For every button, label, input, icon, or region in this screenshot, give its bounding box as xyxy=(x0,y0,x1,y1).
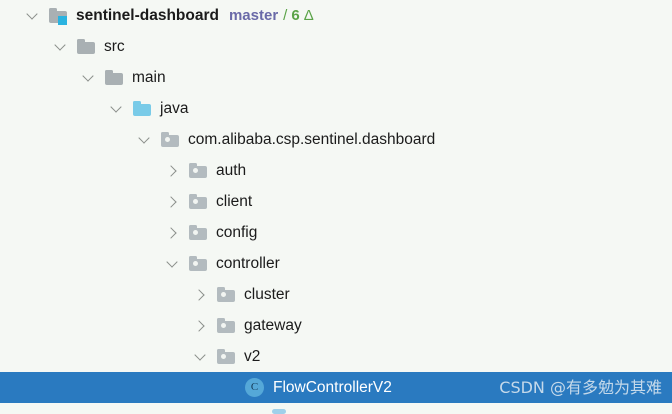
next-row-icon-clipped xyxy=(272,409,286,414)
package-icon xyxy=(217,348,236,365)
chevron-right-icon[interactable] xyxy=(165,225,181,241)
tree-row-label: com.alibaba.csp.sentinel.dashboard xyxy=(188,131,436,148)
next-row-clipped xyxy=(0,409,672,414)
package-icon xyxy=(189,193,208,210)
package-dot-shape xyxy=(192,229,198,235)
folder-body-shape xyxy=(77,41,95,54)
tree-row-flowcontrollerv2[interactable]: C FlowControllerV2 CSDN @有多勉为其难 xyxy=(0,372,672,403)
folder-tab-shape xyxy=(161,131,169,136)
chevron-right-icon[interactable] xyxy=(193,287,209,303)
tree-row-label: src xyxy=(104,38,125,55)
chevron-down-icon[interactable] xyxy=(25,8,41,24)
package-icon xyxy=(217,286,236,303)
folder-body-shape xyxy=(133,103,151,116)
folder-tab-shape xyxy=(189,255,197,260)
tree-row-cluster[interactable]: cluster xyxy=(0,279,672,310)
git-branch-label[interactable]: master xyxy=(228,7,279,24)
tree-row-label: gateway xyxy=(244,317,302,334)
package-dot-shape xyxy=(192,167,198,173)
tree-row-label: sentinel-dashboard xyxy=(76,7,219,24)
tree-row-label: FlowControllerV2 xyxy=(273,379,392,396)
package-dot-shape xyxy=(192,260,198,266)
branch-separator: / xyxy=(283,7,288,24)
folder-tab-shape xyxy=(217,286,225,291)
folder-body-shape xyxy=(189,196,207,209)
folder-icon xyxy=(77,38,96,55)
folder-tab-shape xyxy=(189,193,197,198)
java-class-icon: C xyxy=(245,378,264,397)
chevron-down-icon[interactable] xyxy=(137,132,153,148)
folder-body-shape xyxy=(189,227,207,240)
folder-tab-shape xyxy=(133,100,141,105)
watermark-text: CSDN @有多勉为其难 xyxy=(499,378,662,397)
chevron-right-icon[interactable] xyxy=(193,318,209,334)
chevron-down-icon[interactable] xyxy=(165,256,181,272)
folder-body-shape xyxy=(161,134,179,147)
chevron-down-icon[interactable] xyxy=(81,70,97,86)
folder-tab-shape xyxy=(189,224,197,229)
tree-row-label: cluster xyxy=(244,286,290,303)
class-icon-letter: C xyxy=(245,378,264,397)
chevron-down-icon[interactable] xyxy=(193,349,209,365)
folder-tab-shape xyxy=(217,348,225,353)
folder-tab-shape xyxy=(49,7,57,12)
chevron-right-icon[interactable] xyxy=(165,163,181,179)
tree-row-label: controller xyxy=(216,255,280,272)
module-badge-icon xyxy=(58,15,67,25)
tree-row-controller[interactable]: controller xyxy=(0,248,672,279)
package-icon xyxy=(189,224,208,241)
tree-row-java[interactable]: java xyxy=(0,93,672,124)
package-dot-shape xyxy=(220,322,226,328)
chevron-down-icon[interactable] xyxy=(109,101,125,117)
module-folder-icon xyxy=(49,7,68,25)
tree-row-v2[interactable]: v2 xyxy=(0,341,672,372)
package-dot-shape xyxy=(220,353,226,359)
folder-body-shape xyxy=(217,289,235,302)
package-dot-shape xyxy=(220,291,226,297)
folder-body-shape xyxy=(105,72,123,85)
tree-row-config[interactable]: config xyxy=(0,217,672,248)
package-dot-shape xyxy=(164,136,170,142)
folder-tab-shape xyxy=(77,38,85,43)
package-icon xyxy=(217,317,236,334)
folder-tab-shape xyxy=(105,69,113,74)
folder-body-shape xyxy=(189,258,207,271)
chevron-down-icon[interactable] xyxy=(53,39,69,55)
tree-row-client[interactable]: client xyxy=(0,186,672,217)
package-icon xyxy=(189,162,208,179)
folder-body-shape xyxy=(189,165,207,178)
tree-row-label: main xyxy=(132,69,166,86)
package-icon xyxy=(189,255,208,272)
source-folder-icon xyxy=(133,100,152,117)
package-icon xyxy=(161,131,180,148)
tree-row-auth[interactable]: auth xyxy=(0,155,672,186)
folder-body-shape xyxy=(217,320,235,333)
tree-row-label: java xyxy=(160,100,189,117)
tree-row-com-alibaba-csp-sentinel-dashboard[interactable]: com.alibaba.csp.sentinel.dashboard xyxy=(0,124,672,155)
tree-row-label: config xyxy=(216,224,258,241)
changed-files-count: 6 xyxy=(291,7,300,24)
tree-row-label: client xyxy=(216,193,253,210)
tree-row-label: v2 xyxy=(244,348,261,365)
folder-tab-shape xyxy=(217,317,225,322)
folder-body-shape xyxy=(217,351,235,364)
folder-icon xyxy=(105,69,124,86)
changes-delta-icon: Δ xyxy=(303,7,314,24)
tree-row-gateway[interactable]: gateway xyxy=(0,310,672,341)
package-dot-shape xyxy=(192,198,198,204)
chevron-right-icon[interactable] xyxy=(165,194,181,210)
folder-tab-shape xyxy=(189,162,197,167)
tree-row-src[interactable]: src xyxy=(0,31,672,62)
no-arrow-spacer xyxy=(221,380,237,396)
tree-row-main[interactable]: main xyxy=(0,62,672,93)
tree-row-label: auth xyxy=(216,162,247,179)
